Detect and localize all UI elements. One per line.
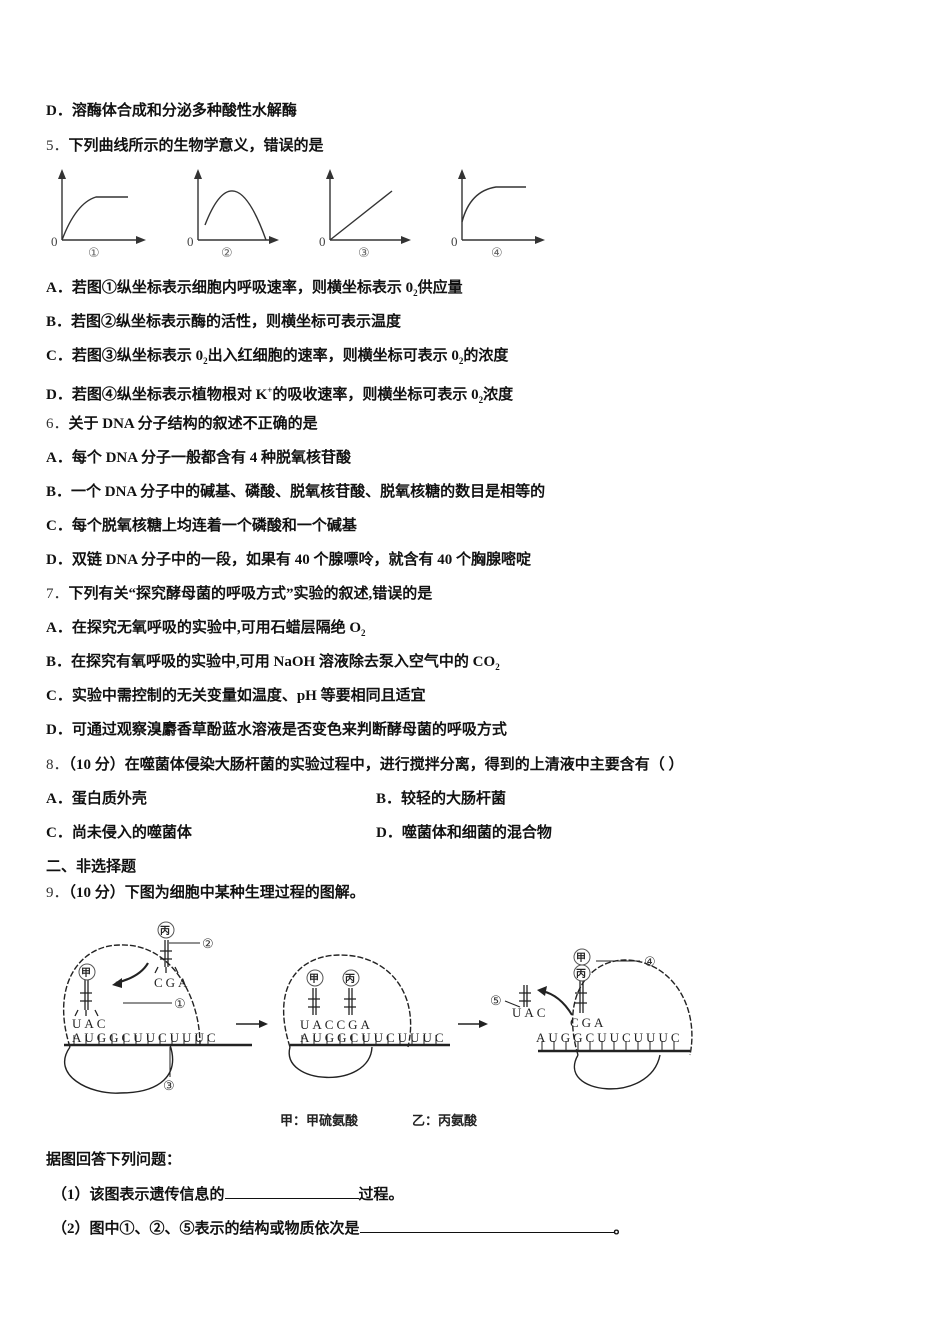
svg-text:甲: 甲	[309, 973, 319, 985]
svg-text:0: 0	[187, 234, 194, 249]
q7-option-c: C．实验中需控制的无关变量如温度、pH 等要相同且适宜	[46, 688, 426, 704]
svg-text:③: ③	[358, 246, 370, 260]
q5-graphs: 0 0 0 0 ① ② ③ ④	[46, 165, 566, 265]
q6-option-a: A．每个 DNA 分子一般都含有 4 种脱氧核苷酸	[46, 450, 352, 466]
svg-text:0: 0	[51, 234, 58, 249]
q7-stem: 7．下列有关“探究酵母菌的呼吸方式”实验的叙述,错误的是	[46, 586, 433, 602]
svg-text:②: ②	[221, 246, 233, 260]
q5-stem: 5．下列曲线所示的生物学意义，错误的是	[46, 136, 324, 156]
svg-text:⑤: ⑤	[490, 993, 502, 1008]
svg-text:UAC: UAC	[512, 1005, 548, 1020]
legend-jia: 甲：甲硫氨酸	[280, 1113, 359, 1129]
q9-stem: 9．（10 分）下图为细胞中某种生理过程的图解。	[46, 885, 365, 901]
q8-stem: 8．（10 分）在噬菌体侵染大肠杆菌的实验过程中，进行搅拌分离，得到的上清液中主…	[46, 757, 684, 773]
q8-option-d: D．噬菌体和细菌的混合物	[376, 825, 552, 841]
q8-option-a: A．蛋白质外壳	[46, 791, 147, 807]
translation-diagram: AUGGCUUCUUUC UAC 甲 丙 CGA ② ① ③	[50, 915, 700, 1140]
q9-intro: 据图回答下列问题：	[46, 1152, 182, 1168]
legend-yi: 乙：丙氨酸	[412, 1113, 478, 1129]
svg-text:①: ①	[174, 996, 186, 1011]
svg-text:AUGGCUUCUUUC: AUGGCUUCUUUC	[536, 1030, 683, 1045]
svg-text:甲: 甲	[576, 952, 586, 964]
q5-option-d: D．若图④纵坐标表示植物根对 K+的吸收速率，则横坐标可表示 02浓度	[46, 385, 514, 405]
svg-text:UAC: UAC	[72, 1016, 108, 1031]
q5-stem-text: 下列曲线所示的生物学意义，错误的是	[68, 138, 324, 154]
svg-text:甲: 甲	[81, 967, 91, 979]
q7-option-a: A．在探究无氧呼吸的实验中,可用石蜡层隔绝 O2	[46, 620, 366, 638]
svg-text:CGA: CGA	[570, 1015, 606, 1030]
svg-text:0: 0	[319, 234, 326, 249]
svg-text:AUGGCUUCUUUC: AUGGCUUCUUUC	[300, 1030, 447, 1045]
svg-text:CGA: CGA	[154, 975, 190, 990]
q8-option-b: B．较轻的大肠杆菌	[376, 791, 507, 807]
q7-option-b: B．在探究有氧呼吸的实验中,可用 NaOH 溶液除去泵入空气中的 CO2	[46, 654, 500, 672]
svg-text:UACCGA: UACCGA	[300, 1017, 373, 1032]
section-title: 二、非选择题	[46, 859, 137, 875]
svg-text:③: ③	[163, 1078, 175, 1093]
q6-option-b: B．一个 DNA 分子中的碱基、磷酸、脱氧核苷酸、脱氧核糖的数目是相等的	[46, 484, 546, 500]
q5-option-c: C．若图③纵坐标表示 02出入红细胞的速率，则横坐标可表示 02的浓度	[46, 348, 509, 366]
q6-option-d: D．双链 DNA 分子中的一段，如果有 40 个腺嘌呤，就含有 40 个胸腺嘧啶	[46, 552, 532, 568]
svg-text:丙: 丙	[576, 968, 586, 980]
arrow-right-icon	[259, 1020, 268, 1028]
svg-text:④: ④	[491, 246, 503, 260]
svg-text:丙: 丙	[345, 973, 355, 985]
svg-text:④: ④	[644, 954, 656, 969]
y-axis-arrow-icon	[58, 169, 66, 179]
mrna-sequence-1: AUGGCUUCUUUC	[72, 1030, 219, 1045]
q5-option-b: B．若图②纵坐标表示酶的活性，则横坐标可表示温度	[46, 314, 402, 330]
q4-option-d: D．溶酶体合成和分泌多种酸性水解酶	[46, 103, 297, 119]
svg-text:0: 0	[451, 234, 458, 249]
q5-number: 5．	[46, 138, 69, 154]
q6-option-c: C．每个脱氧核糖上均连着一个磷酸和一个碱基	[46, 518, 357, 534]
q9-sub1: （1）该图表示遗传信息的过程。	[52, 1184, 404, 1205]
q8-option-c: C．尚未侵入的噬菌体	[46, 825, 192, 841]
answer-blank-1[interactable]	[224, 1184, 359, 1199]
svg-text:①: ①	[88, 246, 100, 260]
q9-sub2: （2）图中①、②、⑤表示的结构或物质依次是。	[52, 1218, 629, 1239]
svg-text:②: ②	[202, 936, 214, 951]
svg-text:丙: 丙	[160, 925, 170, 937]
q6-stem: 6．关于 DNA 分子结构的叙述不正确的是	[46, 416, 318, 432]
q7-option-d: D．可通过观察溴麝香草酚蓝水溶液是否变色来判断酵母菌的呼吸方式	[46, 722, 507, 738]
q5-option-a: A．若图①纵坐标表示细胞内呼吸速率，则横坐标表示 02供应量	[46, 280, 463, 298]
answer-blank-2[interactable]	[359, 1218, 614, 1233]
